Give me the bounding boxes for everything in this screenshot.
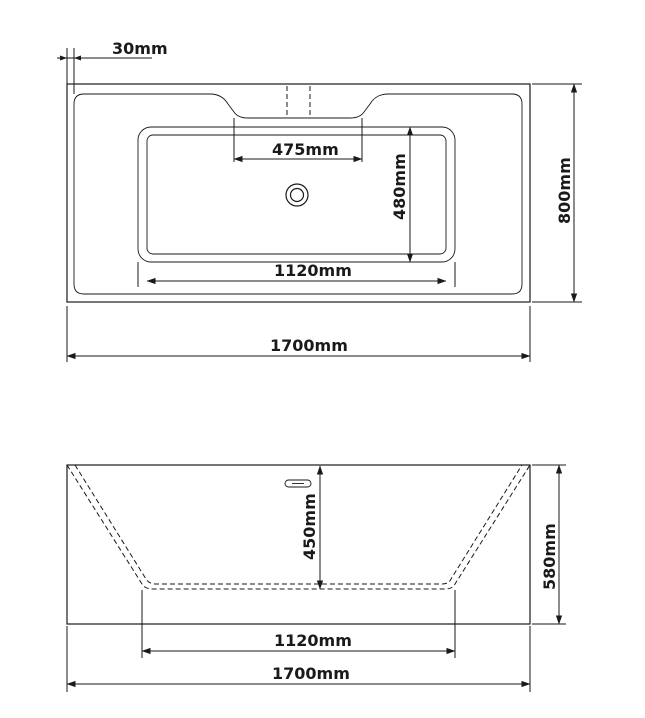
total-length-label-top: 1700mm: [270, 336, 348, 355]
total-length-label-side: 1700mm: [272, 664, 350, 683]
inner-depth-label: 450mm: [300, 493, 319, 560]
overflow-width-dimension: [233, 118, 363, 163]
total-width-dimension: [532, 83, 582, 303]
rim-dimension: [57, 48, 152, 94]
overflow-outline: [286, 86, 311, 119]
overflow-icon: [284, 479, 312, 488]
total-width-label: 800mm: [555, 157, 574, 224]
floor-length-dimension: [141, 590, 456, 658]
total-height-label: 580mm: [540, 523, 559, 590]
drain-icon: [285, 183, 309, 207]
overflow-width-label: 475mm: [272, 140, 339, 159]
basin-outer: [137, 126, 456, 263]
tub-rim-top: [73, 93, 523, 295]
basin-length-label: 1120mm: [274, 261, 352, 280]
basin-depth-label: 480mm: [390, 153, 409, 220]
floor-length-label: 1120mm: [274, 631, 352, 650]
top-view: 30mm 475mm 480mm 1120mm 800mm: [57, 39, 582, 362]
basin-profile-inner: [74, 464, 523, 585]
total-length-dimension-side: [66, 626, 531, 692]
basin-inner: [146, 134, 447, 255]
side-view: 450mm 580mm 1120mm 1700mm: [66, 464, 566, 692]
basin-profile: [66, 464, 531, 590]
basin-length-dimension: [137, 262, 456, 287]
tub-outline-top: [66, 83, 531, 303]
total-height-dimension: [532, 464, 566, 625]
rim-label: 30mm: [112, 39, 168, 58]
tub-outline-side: [66, 464, 531, 625]
total-length-dimension-top: [66, 306, 531, 362]
